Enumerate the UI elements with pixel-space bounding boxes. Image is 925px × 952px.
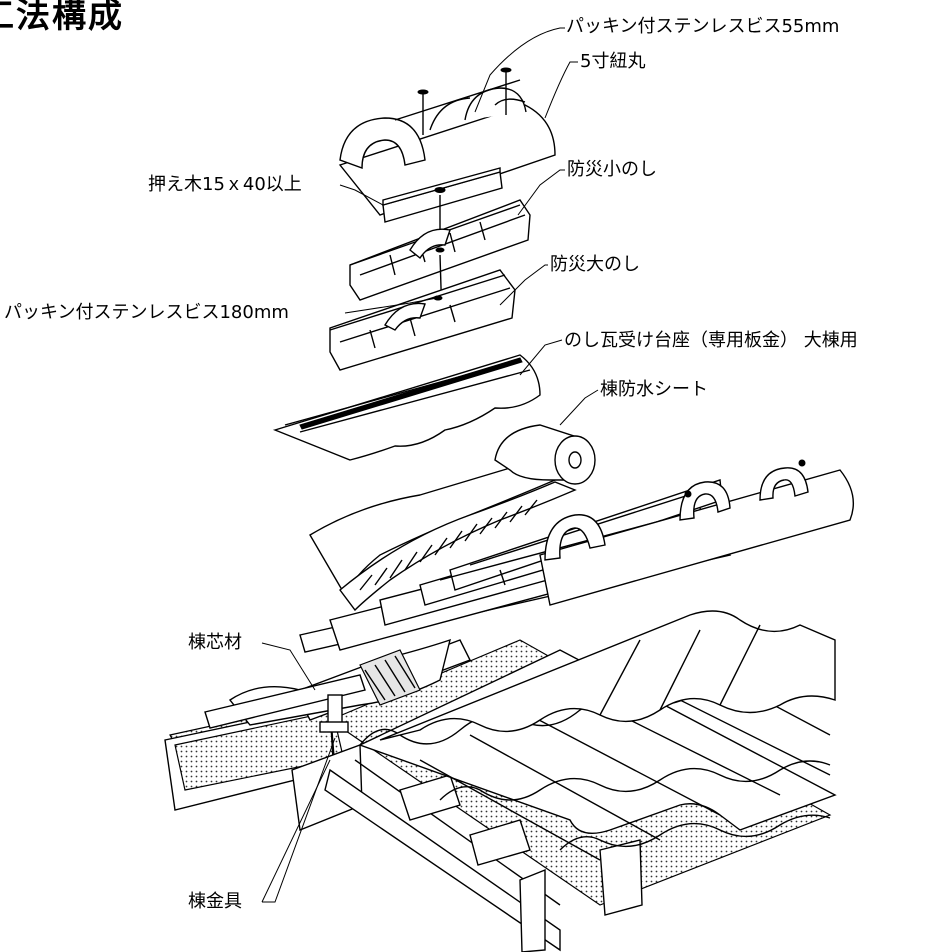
- small-noshi-tile: [349, 199, 531, 321]
- assembled-ridge: [204, 459, 854, 733]
- screws-55mm: [417, 67, 512, 135]
- leader-lines: [261, 27, 599, 903]
- label-small-noshi: 防災小のし: [567, 159, 657, 180]
- large-noshi-tile: [329, 269, 516, 371]
- osaegi-batten: [382, 167, 503, 240]
- label-base-plate: のし瓦受け台座（専用板金） 大棟用: [564, 330, 858, 351]
- label-osaegi: 押え木15ｘ40以上: [148, 174, 302, 195]
- label-ridge-bracket: 棟金具: [188, 891, 242, 912]
- roof-tiles: [358, 610, 837, 861]
- label-waterproof-sheet: 棟防水シート: [600, 379, 708, 400]
- himomaru-tile: [338, 79, 556, 216]
- label-himomaru: 5寸紐丸: [580, 51, 646, 72]
- page-title: 工法構成: [0, 0, 124, 36]
- label-ridge-core: 棟芯材: [188, 632, 242, 653]
- label-screw-55mm: パッキン付ステンレスビス55mm: [566, 16, 840, 37]
- label-screw-180mm: パッキン付ステンレスビス180mm: [4, 302, 289, 323]
- waterproof-sheet: [309, 424, 596, 612]
- base-plate: [272, 354, 541, 461]
- label-large-noshi: 防災大のし: [550, 254, 640, 275]
